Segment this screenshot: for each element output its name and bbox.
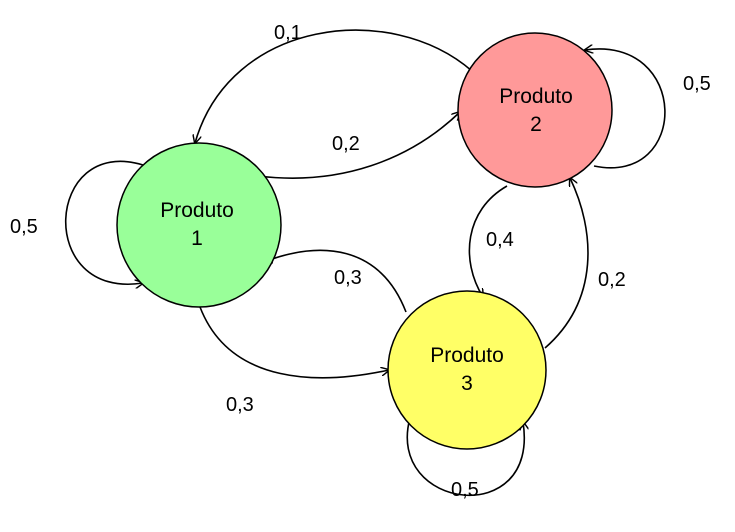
edge-label-p2-to-p3: 0,4: [486, 229, 514, 251]
edge-p2-self: [585, 49, 666, 169]
node-circle-produto-1: [116, 142, 282, 308]
edge-p1-to-p2: [257, 112, 460, 179]
node-produto-3: Produto 3: [387, 290, 547, 450]
node-label-produto-1: Produto: [160, 199, 234, 222]
edge-label-p2-to-p1: 0,1: [274, 22, 302, 44]
edge-label-p2-self: 0,5: [683, 73, 711, 95]
edges: [64, 29, 666, 497]
edge-label-p1-self: 0,5: [10, 216, 38, 238]
edge-p3-to-p2: [544, 178, 589, 349]
node-circle-produto-3: [387, 290, 547, 450]
edge-p1-self: [64, 160, 143, 284]
edge-label-p3-self: 0,5: [451, 479, 479, 501]
edge-label-p1-to-p2: 0,2: [332, 133, 360, 155]
node-label-produto-3: Produto: [430, 344, 504, 367]
node-number-produto-2: 2: [530, 113, 542, 136]
node-produto-1: Produto 1: [116, 142, 282, 308]
edge-p2-to-p1: [195, 29, 473, 143]
edge-label-p3-to-p1: 0,3: [334, 267, 362, 289]
edge-p1-to-p3: [199, 306, 389, 379]
node-number-produto-3: 3: [461, 372, 473, 395]
edge-label-p1-to-p3: 0,3: [226, 394, 254, 416]
edge-p3-to-p1: [264, 249, 407, 313]
node-label-produto-2: Produto: [499, 85, 573, 108]
edge-labels: 0,1 0,2 0,5 0,5 0,4 0,2 0,3 0,3 0,5: [10, 22, 711, 501]
node-circle-produto-2: [457, 32, 613, 188]
edge-p2-to-p3: [468, 185, 508, 297]
edge-p3-self: [406, 417, 524, 497]
edge-label-p3-to-p2: 0,2: [598, 269, 626, 291]
node-number-produto-1: 1: [191, 227, 203, 250]
node-produto-2: Produto 2: [457, 32, 613, 188]
